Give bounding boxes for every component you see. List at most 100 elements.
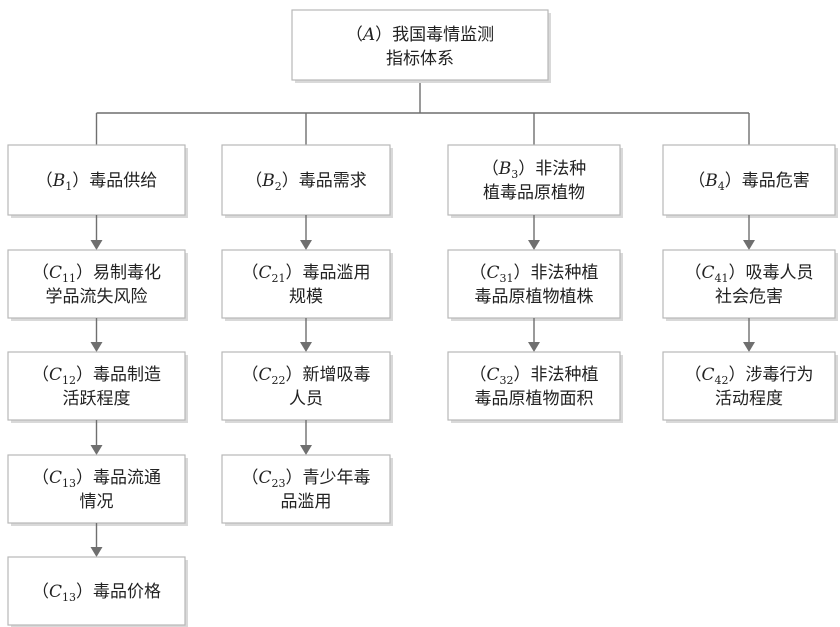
node-label-rest: ）吸毒人员 [729,263,814,283]
box-frame [7,556,186,626]
arrowhead-icon [90,445,103,455]
node-subscript: 11 [62,272,76,285]
category-node-B4: （B4）毒品危害 [662,144,838,218]
node-label-rest: ）毒品价格 [76,582,161,602]
open-paren: （ [32,582,49,602]
node-label-line2: 活跃程度 [63,389,131,409]
node-letter: C [486,263,499,283]
node-label-line1: （C22）新增吸毒 [241,365,370,387]
box-frame [447,144,621,216]
node-label-line1: （C31）非法种植 [469,263,598,285]
node-letter: B [52,171,66,191]
node-letter: C [49,365,62,385]
node-label-line1: （C11）易制毒化 [32,263,161,285]
node-subscript: 41 [715,272,729,285]
open-paren: （ [36,171,53,191]
open-paren: （ [684,365,701,385]
node-label-line1: （B4）毒品危害 [688,171,810,193]
arrowhead-icon [743,342,755,352]
node-label-line2: 学品流失风险 [46,287,148,307]
box-frame [221,144,391,216]
node-subscript: 21 [272,272,286,285]
node-subscript: 1 [65,180,72,193]
open-paren: （ [482,159,499,179]
node-letter: B [704,171,718,191]
node-label-line1: （C42）涉毒行为 [684,365,813,387]
node-subscript: 13 [62,591,76,604]
node-label-line1: （C32）非法种植 [469,365,598,387]
open-paren: （ [241,468,258,488]
box-frame [7,144,186,216]
node-subscript: 12 [62,374,76,387]
open-paren: （ [469,365,486,385]
box-frame [7,454,186,524]
arrowhead-icon [90,342,103,352]
node-letter: C [486,365,499,385]
node-label-line2: 品滥用 [281,492,332,512]
node-label-line1: （C12）毒品制造 [32,365,161,387]
node-label-rest: ）毒品供给 [72,171,157,191]
node-label-line1: （B3）非法种 [482,159,587,181]
node-letter: C [701,365,714,385]
open-paren: （ [245,171,262,191]
box-frame [7,351,186,421]
node-letter: C [49,263,62,283]
arrowhead-icon [90,240,103,250]
box-frame [221,249,391,319]
node-subscript: 31 [500,272,514,285]
node-subscript: 42 [715,374,729,387]
node-label-line2: 毒品原植物面积 [475,389,594,409]
node-subscript: 13 [62,477,76,490]
node-label-line2: 情况 [80,492,114,512]
node-label-rest: ）毒品流通 [76,468,161,488]
node-subscript: 32 [500,374,514,387]
node-letter: C [258,263,271,283]
node-letter: C [49,468,62,488]
node-label-line2: 人员 [289,389,323,409]
open-paren: （ [32,365,49,385]
category-node-B1: （B1）毒品供给 [7,144,188,218]
node-letter: C [49,582,62,602]
arrowhead-icon [528,342,540,352]
node-label-line1: （B2）毒品需求 [245,171,367,193]
node-label-rest: ）非法种植 [514,365,599,385]
node-label-line1: （C23）青少年毒 [241,468,370,490]
node-label-rest: ）新增吸毒 [286,365,371,385]
node-label-line1: （C13）毒品价格 [32,582,161,604]
node-label-line2: 社会危害 [715,287,783,307]
node-subscript: 4 [718,180,725,193]
node-label-line2: 规模 [289,287,323,307]
box-frame [291,9,549,81]
node-letter: C [701,263,714,283]
box-frame [662,144,836,216]
open-paren: （ [241,263,258,283]
node-label-rest: ）毒品滥用 [286,263,371,283]
node-label-line2: 毒品原植物植株 [475,287,594,307]
node-letter: B [261,171,275,191]
node-label-rest: ）非法种植 [514,263,599,283]
arrowhead-icon [743,240,755,250]
node-label-rest: ）涉毒行为 [729,365,814,385]
node-label-line1: （B1）毒品供给 [36,171,158,193]
category-node-B2: （B2）毒品需求 [221,144,393,218]
box-frame [221,351,391,421]
node-label-rest: ）毒品需求 [282,171,367,191]
node-subscript: 22 [272,374,286,387]
open-paren: （ [684,263,701,283]
arrowhead-icon [528,240,540,250]
node-subscript: 3 [511,168,518,181]
box-frame [662,249,836,319]
arrowhead-icon [300,342,312,352]
node-label-line2: 指标体系 [386,49,454,69]
box-frame [221,454,391,524]
root-label-line1: （A）我国毒情监测 [346,25,494,45]
node-label-rest: ）易制毒化 [76,263,161,283]
